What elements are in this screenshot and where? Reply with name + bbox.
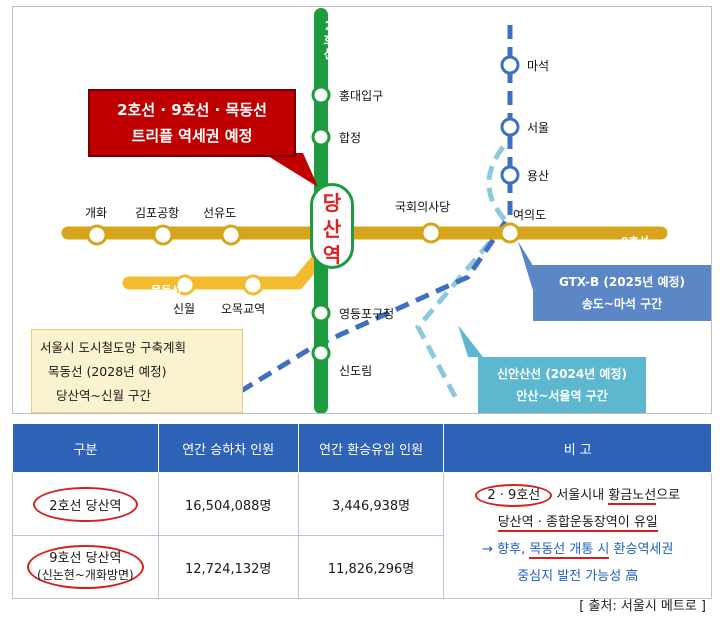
mokdong-callout-line3: 당산역~신월 구간 <box>56 388 151 403</box>
ridership-table: 구분 연간 승하차 인원 연간 환승유입 인원 비 고 2호선 당산역 16,5… <box>12 423 712 599</box>
row-transfer-cell: 11,826,296명 <box>297 535 445 599</box>
label-gimpo: 김포공항 <box>135 206 179 220</box>
label-yeouido: 여의도 <box>513 208 546 222</box>
table-row: 9호선 당산역 (신논현~개화방면) 12,724,132명 11,826,29… <box>12 535 712 599</box>
row-boarding-cell: 12,724,132명 <box>157 535 299 599</box>
station-gimpo <box>152 224 174 246</box>
gtx-b-callout: GTX-B (2025년 예정) 송도~마석 구간 <box>533 265 711 321</box>
gtx-callout-pointer <box>518 241 535 297</box>
remarks-mokdong-open: 목동선 개통 시 <box>529 541 610 559</box>
label-yongsan: 용산 <box>527 169 549 183</box>
route-map-svg: 홍대입구 합정 개화 김포공항 선유도 국회의사당 여의도 신월 오목교역 영등… <box>61 8 668 413</box>
station-yongsan <box>500 165 520 185</box>
line9-name: 9호선 당산역 <box>49 551 122 566</box>
label-maseok: 마석 <box>527 59 549 73</box>
label-seonyudo: 선유도 <box>203 206 236 220</box>
row-boarding-cell: 16,504,088명 <box>157 472 299 536</box>
route-map: 홍대입구 합정 개화 김포공항 선유도 국회의사당 여의도 신월 오목교역 영등… <box>12 6 712 414</box>
station-national-assembly <box>420 222 442 244</box>
line9-label: 9호선 <box>621 235 649 248</box>
line9-direction: (신논현~개화방면) <box>37 568 134 582</box>
label-gaehwa: 개화 <box>85 206 107 220</box>
station-sindorim <box>311 343 331 363</box>
remarks-cell: 2 · 9호선 서울시내 황금노선으로 당산역 · 종합운동장역이 유일 → 향… <box>443 472 712 599</box>
circled-line9-dangsan: 9호선 당산역 (신논현~개화방면) <box>27 545 144 589</box>
mokdong-callout-line1: 서울시 도시철도망 구축계획 <box>40 340 186 355</box>
triple-callout-line1: 2호선 · 9호선 · 목동선 <box>117 101 267 119</box>
sinan-line-callout: 신안산선 (2024년 예정) 안산~서울역 구간 <box>478 357 646 413</box>
station-yeouido <box>499 222 521 244</box>
remarks-line3: → 향후, 목동선 개통 시 환승역세권 <box>445 536 710 563</box>
remarks-unique-stations: 당산역 · 종합운동장역이 유일 <box>497 514 658 532</box>
station-seonyudo <box>220 224 242 246</box>
mokdong-plan-callout: 서울시 도시철도망 구축계획 목동선 (2028년 예정) 당산역~신월 구간 <box>31 329 243 413</box>
station-hapjeong <box>311 127 331 147</box>
triple-station-callout: 2호선 · 9호선 · 목동선 트리플 역세권 예정 <box>88 89 296 157</box>
triple-callout-line2: 트리플 역세권 예정 <box>131 127 253 145</box>
mokdong-label: 목동선 <box>151 284 182 297</box>
row-name-cell: 2호선 당산역 <box>12 472 159 536</box>
label-hapjeong: 합정 <box>339 131 361 145</box>
header-annual-transfer: 연간 환승유입 인원 <box>297 423 445 473</box>
label-sindorim: 신도림 <box>339 364 372 378</box>
header-remarks: 비 고 <box>443 423 712 473</box>
remarks-golden-line: 황금노선 <box>608 487 657 505</box>
gtx-callout-line2: 송도~마석 구간 <box>581 297 663 311</box>
row-name-cell: 9호선 당산역 (신논현~개화방면) <box>12 535 159 599</box>
remarks-growth: 중심지 발전 가능성 高 <box>517 568 639 584</box>
mokdong-callout-line2: 목동선 (2028년 예정) <box>48 364 167 379</box>
remarks-line1: 2 · 9호선 서울시내 황금노선으로 <box>445 482 710 509</box>
label-sinwol: 신월 <box>173 302 195 316</box>
label-omokgyo: 오목교역 <box>221 302 265 316</box>
source-credit: [ 출처: 서울시 메트로 ] <box>579 599 706 614</box>
table-row: 2호선 당산역 16,504,088명 3,446,938명 2 · 9호선 서… <box>12 472 712 599</box>
remarks-text-b: 으로 <box>656 487 681 503</box>
remarks-lines-circled: 2 · 9호선 <box>475 483 553 507</box>
sinan-callout-pointer <box>458 325 483 357</box>
sinan-callout-line1: 신안산선 (2024년 예정) <box>496 367 627 381</box>
station-maseok <box>500 55 520 75</box>
remarks-line4: 중심지 발전 가능성 高 <box>445 563 710 590</box>
circled-line2-dangsan: 2호선 당산역 <box>33 486 138 522</box>
remarks-line2: 당산역 · 종합운동장역이 유일 <box>445 509 710 536</box>
station-hongdae <box>311 85 331 105</box>
mokdong-line <box>122 252 325 290</box>
remarks-transfer-area: 환승역세권 <box>609 541 674 557</box>
label-national-assembly: 국회의사당 <box>395 200 450 214</box>
gtx-callout-line1: GTX-B (2025년 예정) <box>558 275 686 289</box>
gtx-b-line <box>221 25 513 405</box>
remarks-text-a: 서울시내 <box>552 487 609 503</box>
triple-callout-pointer <box>263 153 318 187</box>
station-sinwol <box>174 274 196 296</box>
station-yeongdeungpo-gu <box>311 303 331 323</box>
remarks-future: → 향후, <box>482 541 530 557</box>
row-transfer-cell: 3,446,938명 <box>297 472 445 536</box>
sinan-line <box>414 145 511 404</box>
table-header-row: 구분 연간 승하차 인원 연간 환승유입 인원 비 고 <box>12 423 712 473</box>
header-category: 구분 <box>12 423 159 473</box>
station-gaehwa <box>86 224 108 246</box>
label-yeongdeungpo-gu: 영등포구청 <box>339 307 394 321</box>
header-annual-boarding: 연간 승하차 인원 <box>157 423 299 473</box>
station-omokgyo <box>242 274 264 296</box>
label-hongdae: 홍대입구 <box>339 89 383 103</box>
sinan-callout-line2: 안산~서울역 구간 <box>516 389 608 403</box>
station-seoul <box>500 117 520 137</box>
label-seoul: 서울 <box>527 121 549 135</box>
